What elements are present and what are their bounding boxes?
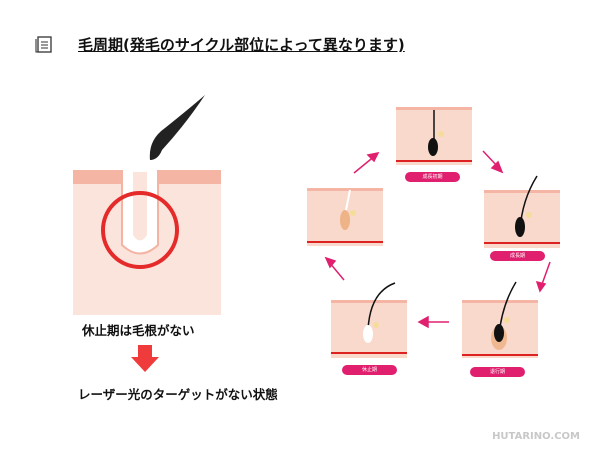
panel-anagen	[484, 175, 560, 248]
cycle-arrows	[324, 150, 551, 329]
page-title: 毛周期(発毛のサイクル部位によって異なります)	[78, 36, 405, 54]
stage-label-anagen: 成長期	[490, 251, 545, 261]
stage-label-early-anagen: 成長初期	[405, 172, 460, 182]
watermark: HUTARINO.COM	[492, 431, 580, 442]
caption-no-target: レーザー光のターゲットがない状態	[78, 387, 278, 402]
stage-label-telogen: 休止期	[342, 365, 397, 375]
notebook-icon	[34, 34, 54, 58]
panel-early-anagen	[396, 107, 472, 165]
left-skin-illustration	[73, 95, 221, 315]
cycle-panels	[307, 107, 560, 358]
panel-telogen	[331, 282, 407, 358]
panel-catagen	[462, 281, 538, 358]
down-arrow-icon	[131, 345, 159, 372]
stage-label-catagen: 退行期	[470, 367, 525, 377]
caption-no-root: 休止期は毛根がない	[82, 323, 195, 338]
panel-exogen	[307, 188, 383, 246]
